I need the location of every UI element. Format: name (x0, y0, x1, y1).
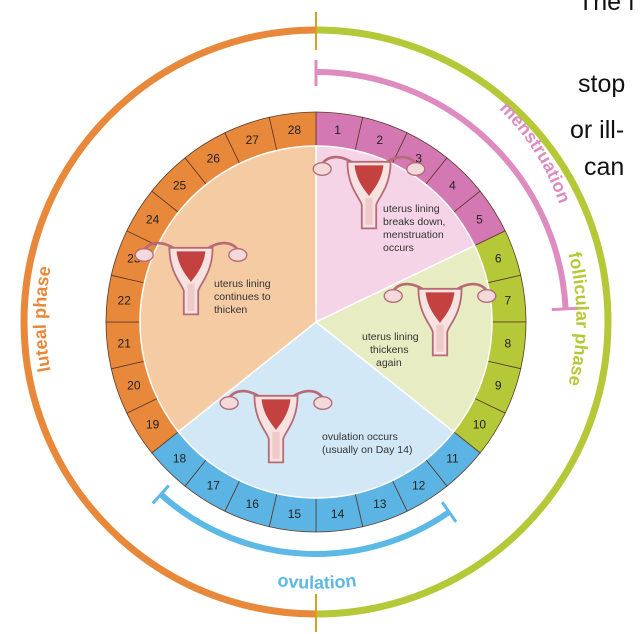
luteal-phase-label: luteal phase (30, 264, 55, 373)
follicular-phase-label: follicular phase (564, 250, 592, 388)
day-number: 16 (246, 497, 260, 511)
day-number: 10 (473, 418, 487, 432)
day-number: 25 (173, 179, 187, 193)
side-text-line: or ill- (570, 116, 625, 144)
ovulation-label: ovulation (277, 570, 358, 593)
day-number: 17 (207, 478, 221, 492)
day-number: 14 (331, 507, 345, 521)
day-number: 5 (476, 212, 483, 226)
ovulation-arc-end (151, 484, 170, 505)
uterus-icon (134, 241, 248, 316)
day-number: 8 (504, 337, 511, 351)
side-text-line: The f (578, 0, 635, 16)
day-number: 3 (415, 152, 422, 166)
menstruation-arc (315, 69, 569, 310)
menstruation-sector-text: uterus lining breaks down, menstruation … (383, 203, 448, 254)
day-number: 2 (376, 133, 383, 147)
day-number: 15 (288, 507, 302, 521)
uterus-icon (383, 282, 497, 357)
ovulation-arc-end (440, 501, 458, 523)
day-number: 18 (173, 451, 187, 465)
menstruation-label: menstruation (496, 98, 574, 206)
day-number: 6 (495, 251, 502, 265)
uterus-icon (219, 389, 333, 464)
luteal-sector-text: uterus lining continues to thicken (214, 278, 274, 316)
luteal-sector (139, 145, 317, 433)
day-number: 12 (412, 478, 426, 492)
day-number: 22 (118, 293, 132, 307)
day-number: 9 (495, 379, 502, 393)
day-number: 19 (146, 418, 160, 432)
side-text-line: can (584, 153, 625, 181)
day-number: 28 (288, 123, 302, 137)
ovulation-arc (158, 492, 451, 557)
uterus-icon (312, 155, 426, 230)
menstruation-arc-end (551, 306, 580, 312)
follicular-phase-ring (315, 26, 612, 618)
day-number: 7 (504, 293, 511, 307)
ovulation-sector (177, 321, 455, 499)
day-number: 11 (446, 451, 459, 465)
day-number: 26 (207, 152, 221, 166)
day-number: 27 (246, 133, 260, 147)
side-text-line: stop (578, 70, 626, 98)
day-number: 24 (146, 212, 160, 226)
follicular-sector-text: uterus lining thickens again (362, 331, 422, 369)
day-number: 13 (373, 497, 387, 511)
day-number: 4 (449, 179, 456, 193)
day-number: 1 (334, 123, 341, 137)
day-number: 21 (118, 337, 132, 351)
day-number: 20 (127, 379, 141, 393)
ovulation-sector-text: ovulation occurs (usually on Day 14) (322, 431, 412, 456)
luteal-phase-ring (20, 26, 317, 618)
